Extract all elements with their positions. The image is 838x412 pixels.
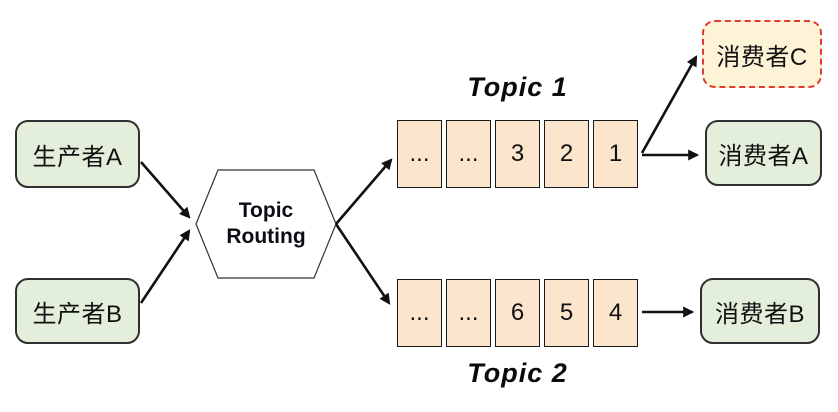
topic1-label: Topic 1 <box>467 72 568 102</box>
arrow-producer-b-to-router <box>139 229 191 304</box>
queue-cell: ... <box>397 279 442 347</box>
consumer-c-label: 消费者C <box>716 43 808 71</box>
consumer-a-node: 消费者A <box>705 120 822 186</box>
consumer-c-node: 消费者C <box>702 20 822 88</box>
consumer-b-label: 消费者B <box>714 300 805 328</box>
topic-routing-label-line1: Topic <box>238 198 294 222</box>
queue-cell: 5 <box>544 279 589 347</box>
arrow-router-to-topic2 <box>334 223 391 305</box>
topic2-label: Topic 2 <box>467 358 568 388</box>
queue-cell: ... <box>446 120 491 188</box>
consumer-b-node: 消费者B <box>700 278 820 344</box>
queue-cell: 1 <box>593 120 638 188</box>
queue-cell: 3 <box>495 120 540 188</box>
producer-a-label: 生产者A <box>32 143 123 171</box>
queue-cell: 4 <box>593 279 638 347</box>
producer-a-node: 生产者A <box>15 120 140 188</box>
arrow-producer-a-to-router <box>140 161 191 219</box>
topic2-queue: ... ... 6 5 4 <box>397 279 638 347</box>
queue-cell: 2 <box>544 120 589 188</box>
arrow-router-to-topic1 <box>335 158 393 225</box>
queue-cell: ... <box>397 120 442 188</box>
queue-cell: 6 <box>495 279 540 347</box>
topic-routing-label: Topic Routing <box>196 170 336 278</box>
consumer-a-label: 消费者A <box>718 142 809 170</box>
topic-routing-label-line2: Routing <box>226 225 306 248</box>
queue-cell: ... <box>446 279 491 347</box>
producer-b-label: 生产者B <box>32 300 123 328</box>
producer-b-node: 生产者B <box>15 278 140 344</box>
topic1-queue: ... ... 3 2 1 <box>397 120 638 188</box>
arrow-topic1-to-consumer-c <box>640 55 698 154</box>
